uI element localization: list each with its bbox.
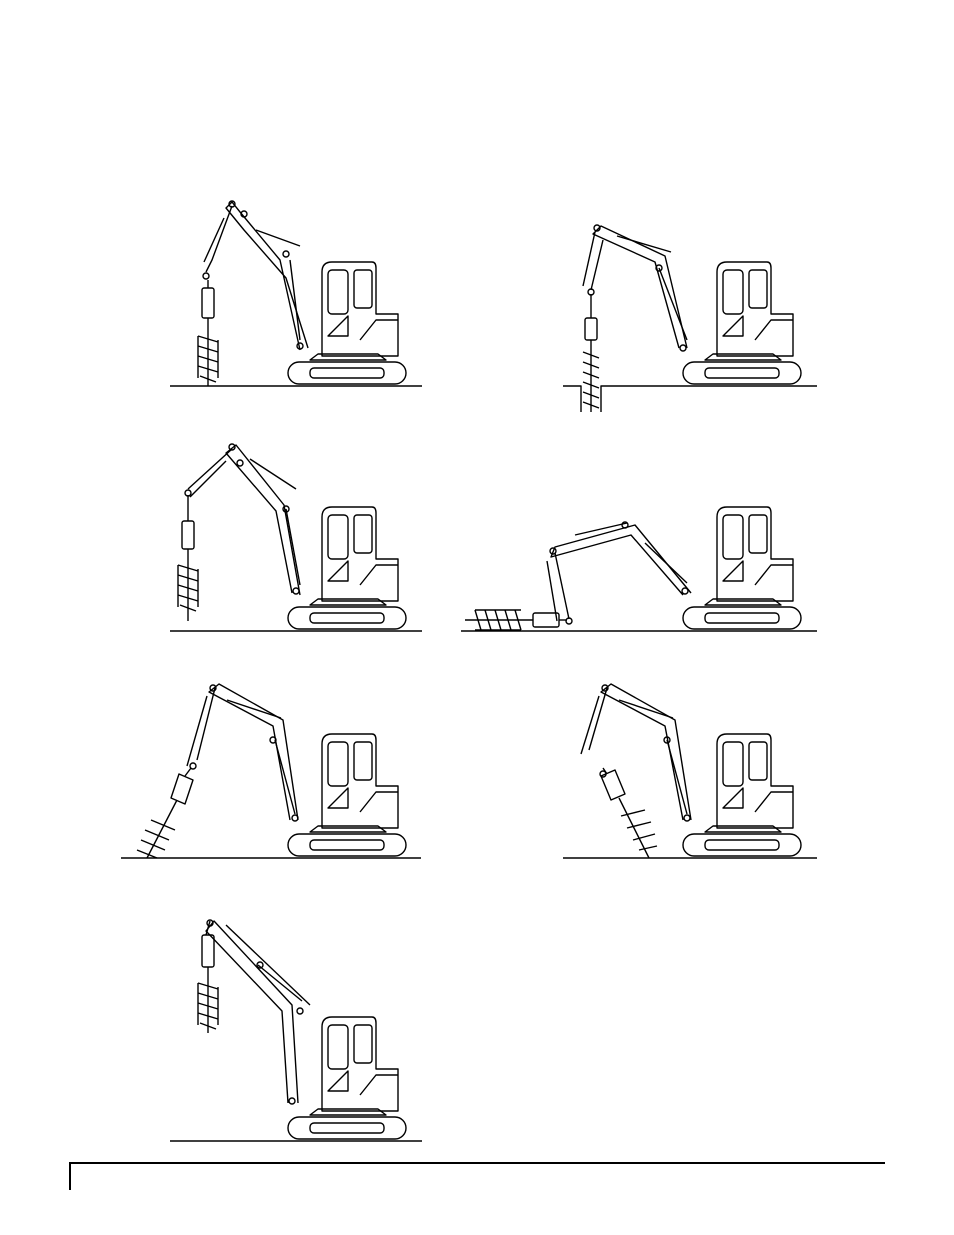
auger-icon	[198, 935, 218, 1033]
excavator-illustration-7	[160, 905, 430, 1155]
excavator-icon	[187, 684, 406, 856]
excavator-icon	[583, 225, 801, 384]
auger-icon	[601, 768, 657, 858]
figure-auger-drilling-into-hole	[555, 210, 825, 415]
auger-icon	[198, 280, 218, 386]
excavator-illustration-6	[555, 670, 825, 875]
footer-tick	[69, 1162, 71, 1190]
excavator-illustration-4	[455, 435, 825, 640]
excavator-illustration-3	[160, 435, 430, 640]
auger-icon	[137, 768, 193, 858]
excavator-icon	[203, 201, 406, 384]
excavator-icon	[547, 507, 801, 629]
excavator-icon	[185, 444, 406, 629]
figure-auger-angled-outward	[115, 670, 430, 875]
hole-icon	[563, 386, 817, 412]
auger-icon	[178, 495, 198, 621]
figure-auger-vertical-raised	[160, 435, 430, 640]
auger-icon	[465, 610, 567, 630]
figure-auger-vertical-lowered	[160, 190, 430, 395]
auger-icon	[583, 294, 599, 412]
excavator-illustration-2	[555, 210, 825, 415]
figure-auger-horizontal-on-ground	[455, 435, 825, 640]
excavator-illustration-1	[160, 190, 430, 395]
excavator-illustration-5	[115, 670, 430, 875]
figure-auger-angled-inward	[555, 670, 825, 875]
excavator-icon	[206, 920, 406, 1139]
footer-rule	[70, 1162, 885, 1164]
figure-auger-stowed-high	[160, 905, 430, 1155]
